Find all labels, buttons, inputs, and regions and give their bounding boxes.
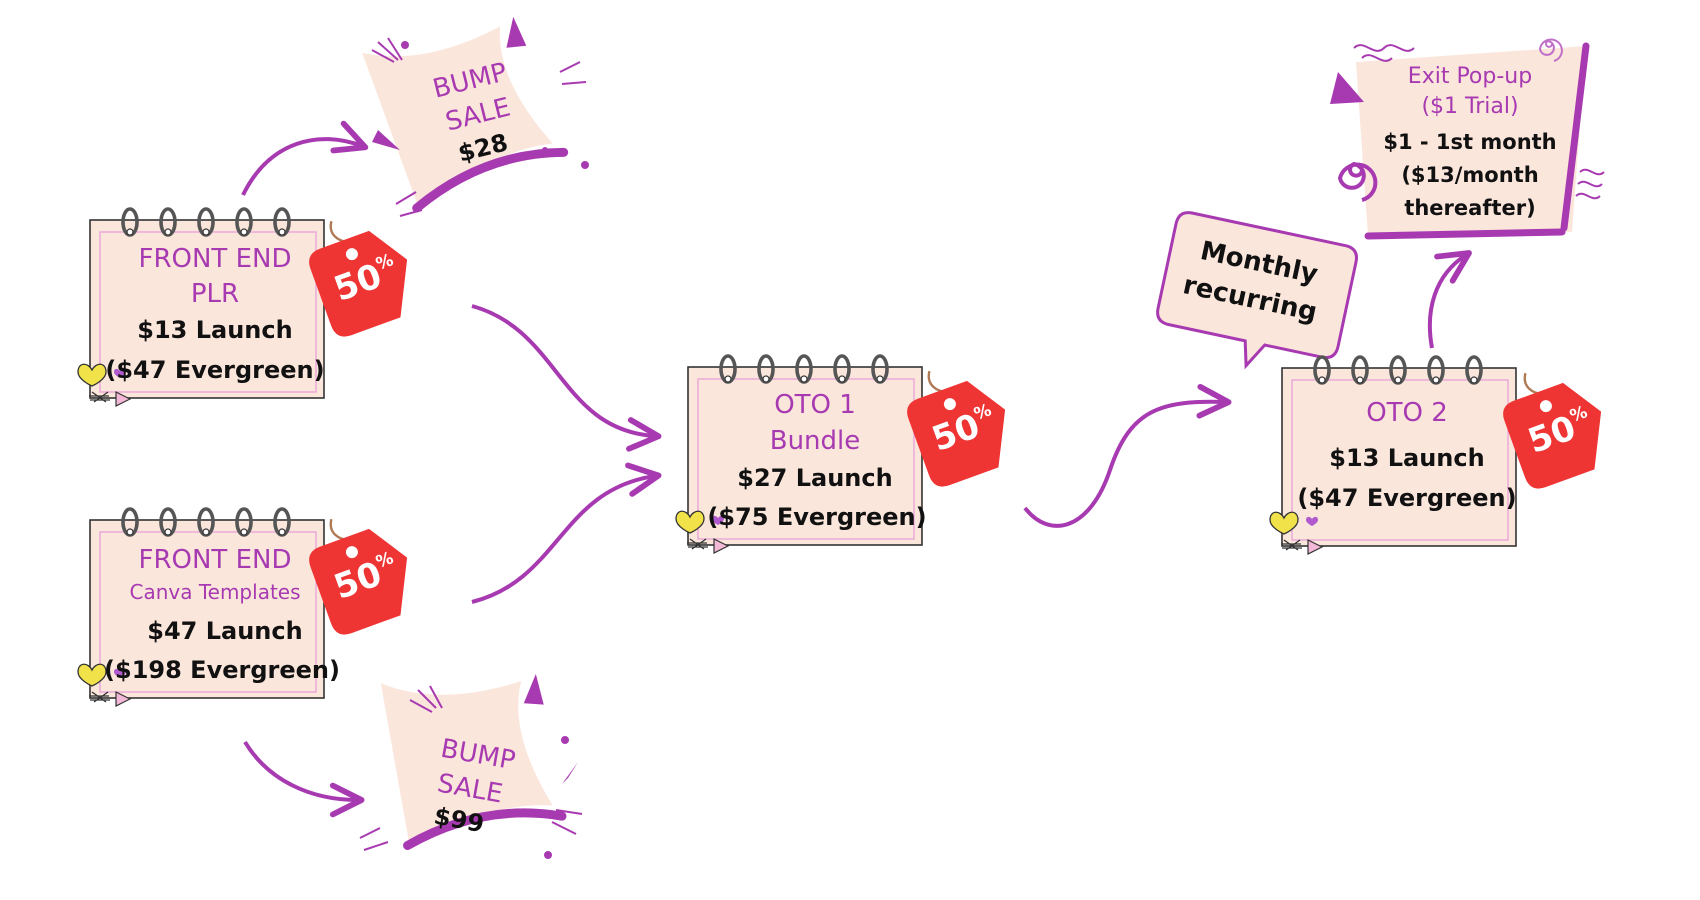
fe-plr-price: $13 Launch	[137, 316, 293, 344]
arrow-canva-to-bump	[243, 740, 365, 818]
exit-popup-trial: ($1 Trial)	[1421, 94, 1519, 119]
arrow-plr-to-bump	[241, 120, 369, 196]
oto2-price: $13 Launch	[1329, 444, 1485, 472]
exit-popup-title: Exit Pop-up	[1407, 64, 1533, 89]
fe-plr-title: FRONT END	[138, 244, 292, 274]
fe-plr-evergreen: ($47 Evergreen)	[105, 356, 325, 384]
oto1-price: $27 Launch	[737, 464, 893, 492]
exit-popup-thereafter: thereafter)	[1404, 196, 1536, 220]
monthly-recurring-callout-shape	[1156, 211, 1358, 370]
exit-popup-shape	[1330, 42, 1605, 240]
bump-bottom-pointer	[562, 762, 578, 784]
swirl-icon-small	[1538, 38, 1563, 62]
arrow-canva-to-oto1	[471, 462, 662, 604]
arrow-oto2-to-exit	[1427, 250, 1472, 349]
oto1-evergreen: ($75 Evergreen)	[707, 503, 927, 531]
oto1-subtitle: Bundle	[769, 426, 861, 456]
fe-canva-price: $47 Launch	[147, 617, 303, 645]
oto1-title: OTO 1	[774, 390, 856, 420]
fe-plr-subtitle: PLR	[190, 279, 240, 309]
fe-canva-title: FRONT END	[138, 545, 292, 575]
exit-popup-recurring: ($13/month	[1401, 163, 1539, 187]
oto2-title: OTO 2	[1366, 398, 1448, 428]
arrow-oto1-to-oto2	[1023, 383, 1232, 528]
fe-canva-evergreen: ($198 Evergreen)	[104, 656, 340, 684]
swirl-icon	[1337, 161, 1378, 202]
exit-popup-offer: $1 - 1st month	[1383, 130, 1557, 154]
bump-top-pointer	[372, 130, 400, 150]
bump-top-doodles	[371, 37, 589, 217]
fe-canva-subtitle: Canva Templates	[129, 580, 301, 604]
bump-bottom-doodles	[359, 685, 583, 859]
arrow-plr-to-oto1	[471, 304, 662, 452]
oto2-evergreen: ($47 Evergreen)	[1297, 484, 1517, 512]
